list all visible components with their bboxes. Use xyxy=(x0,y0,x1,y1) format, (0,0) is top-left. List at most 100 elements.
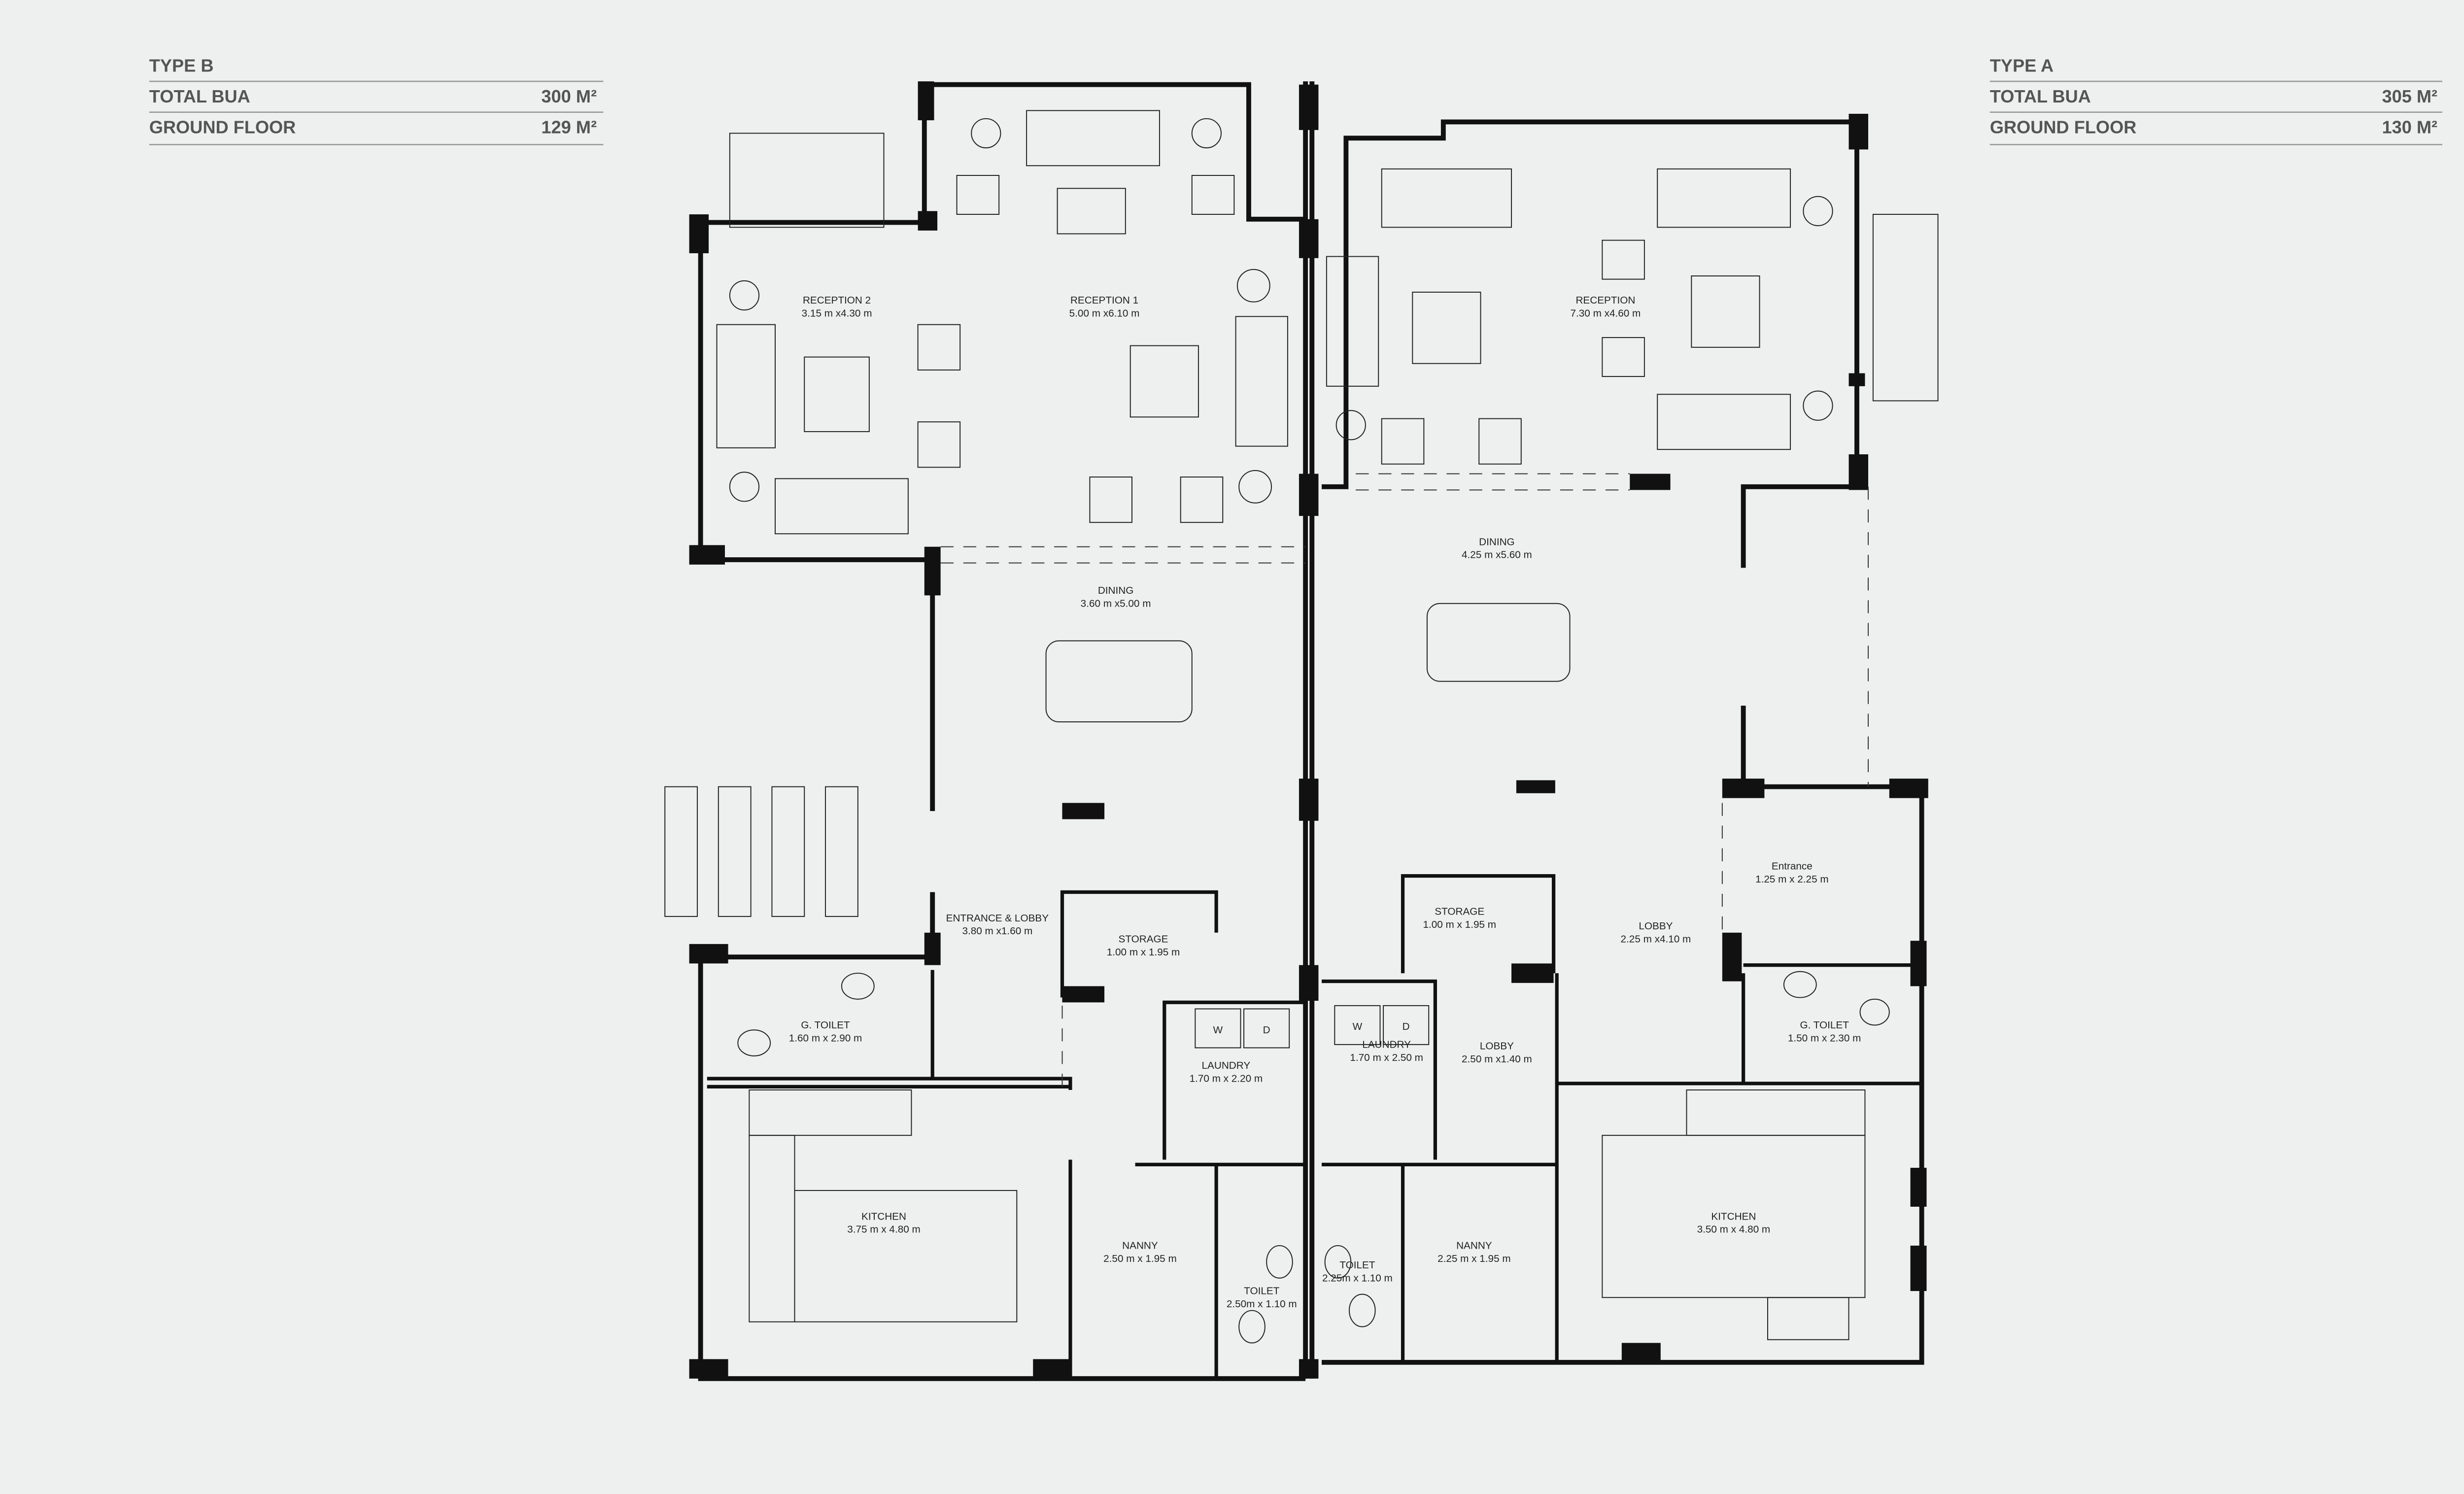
room-name: ENTRANCE & LOBBY xyxy=(946,913,1049,924)
terrace xyxy=(1872,213,1939,402)
coffee-table xyxy=(1057,188,1126,235)
room-name: STORAGE xyxy=(1435,906,1484,917)
sofa xyxy=(775,478,909,535)
dashed-lines xyxy=(940,473,1869,1087)
side-table xyxy=(729,472,760,502)
washer xyxy=(1195,1008,1241,1049)
room-size: 4.25 m x5.60 m xyxy=(1462,549,1532,561)
room-name: STORAGE xyxy=(1119,934,1168,945)
ground-floor-value: 130 M² xyxy=(2382,117,2437,137)
room-size: 1.50 m x 2.30 m xyxy=(1788,1032,1861,1044)
parking-slot xyxy=(825,786,858,917)
room-name: DINING xyxy=(1098,585,1134,596)
type-a-walls xyxy=(1062,113,1928,1365)
washbasin xyxy=(1266,1245,1293,1279)
type-a-room-labels: RECEPTION 7.30 m x4.60 m DINING 4.25 m x… xyxy=(1322,295,1861,1284)
total-bua-label: TOTAL BUA xyxy=(1990,86,2091,106)
room-name: LAUNDRY xyxy=(1202,1060,1251,1071)
room-name: KITCHEN xyxy=(861,1211,906,1222)
room-name: Entrance xyxy=(1772,860,1813,872)
sofa xyxy=(1235,316,1288,447)
total-bua-label: TOTAL BUA xyxy=(149,86,250,106)
room-size: 1.70 m x 2.20 m xyxy=(1190,1073,1263,1085)
armchair xyxy=(1089,476,1132,523)
room-size: 1.60 m x 2.90 m xyxy=(789,1032,862,1044)
room-name: RECEPTION xyxy=(1575,295,1635,306)
dryer-label: D xyxy=(1403,1021,1410,1032)
parking-slot xyxy=(664,786,698,917)
room-size: 2.25m x 1.10 m xyxy=(1322,1272,1393,1284)
armchair xyxy=(1478,418,1522,465)
room-name: KITCHEN xyxy=(1711,1211,1756,1222)
total-bua-value: 305 M² xyxy=(2382,86,2437,106)
room-size: 2.25 m x 1.95 m xyxy=(1437,1253,1511,1264)
side-table xyxy=(729,280,760,311)
room-size: 1.00 m x 1.95 m xyxy=(1423,919,1496,930)
coffee-table xyxy=(804,356,870,432)
armchair xyxy=(917,421,961,468)
wc xyxy=(737,1029,771,1056)
terrace xyxy=(729,133,885,228)
room-name: G. TOILET xyxy=(1800,1019,1849,1031)
side-table xyxy=(1335,410,1366,441)
sofa xyxy=(716,324,776,448)
sofa xyxy=(1381,168,1512,228)
washbasin xyxy=(841,973,875,1000)
side-table xyxy=(1236,269,1270,303)
room-size: 1.70 m x 2.50 m xyxy=(1350,1052,1423,1063)
room-name: LAUNDRY xyxy=(1362,1039,1411,1050)
room-name: NANNY xyxy=(1122,1240,1158,1252)
room-size: 3.75 m x 4.80 m xyxy=(847,1224,921,1235)
dryer xyxy=(1383,1005,1430,1045)
armchair xyxy=(1602,337,1645,377)
armchair xyxy=(1191,175,1235,215)
washer xyxy=(1334,1005,1381,1045)
side-table xyxy=(971,118,1001,149)
island xyxy=(794,1190,1018,1323)
room-name: LOBBY xyxy=(1639,920,1673,932)
room-name: RECEPTION 2 xyxy=(803,295,871,306)
ground-floor-label: GROUND FLOOR xyxy=(1990,117,2137,137)
armchair xyxy=(1381,418,1425,465)
room-name: LOBBY xyxy=(1480,1041,1514,1052)
wc xyxy=(1859,998,1890,1026)
room-name: DINING xyxy=(1479,536,1515,547)
side-table xyxy=(1803,390,1833,421)
room-size: 2.50 m x 1.95 m xyxy=(1103,1253,1177,1264)
sink xyxy=(1767,1297,1849,1340)
washer-label: W xyxy=(1353,1021,1363,1032)
room-size: 3.50 m x 4.80 m xyxy=(1697,1224,1771,1235)
armchair xyxy=(1602,239,1645,280)
type-b-title: TYPE B xyxy=(149,55,214,75)
dining-table xyxy=(1045,640,1193,722)
armchair xyxy=(956,175,1000,215)
dining-table xyxy=(1426,603,1571,682)
room-name: TOILET xyxy=(1244,1286,1279,1297)
wc xyxy=(1238,1310,1266,1344)
sofa xyxy=(1657,394,1791,450)
room-size: 2.25 m x4.10 m xyxy=(1621,934,1691,945)
sofa xyxy=(1326,256,1379,387)
total-bua-value: 300 M² xyxy=(541,86,597,106)
side-table xyxy=(1191,118,1222,149)
coffee-table xyxy=(1412,291,1481,364)
counter xyxy=(749,1089,912,1136)
sofa xyxy=(1657,168,1791,228)
armchair xyxy=(917,324,961,371)
room-size: 2.50m x 1.10 m xyxy=(1227,1298,1297,1310)
room-size: 2.50 m x1.40 m xyxy=(1462,1053,1532,1065)
room-size: 3.60 m x5.00 m xyxy=(1081,598,1151,609)
side-table xyxy=(1238,470,1272,504)
room-size: 1.25 m x 2.25 m xyxy=(1755,874,1829,885)
washbasin xyxy=(1783,971,1817,998)
room-size: 3.80 m x1.60 m xyxy=(962,925,1032,937)
room-name: RECEPTION 1 xyxy=(1070,295,1138,306)
island xyxy=(1602,1135,1866,1298)
sofa xyxy=(1026,110,1160,167)
parking-slot xyxy=(718,786,752,917)
ground-floor-value: 129 M² xyxy=(541,117,597,137)
side-table xyxy=(1803,196,1833,226)
washer-label: W xyxy=(1213,1024,1223,1036)
